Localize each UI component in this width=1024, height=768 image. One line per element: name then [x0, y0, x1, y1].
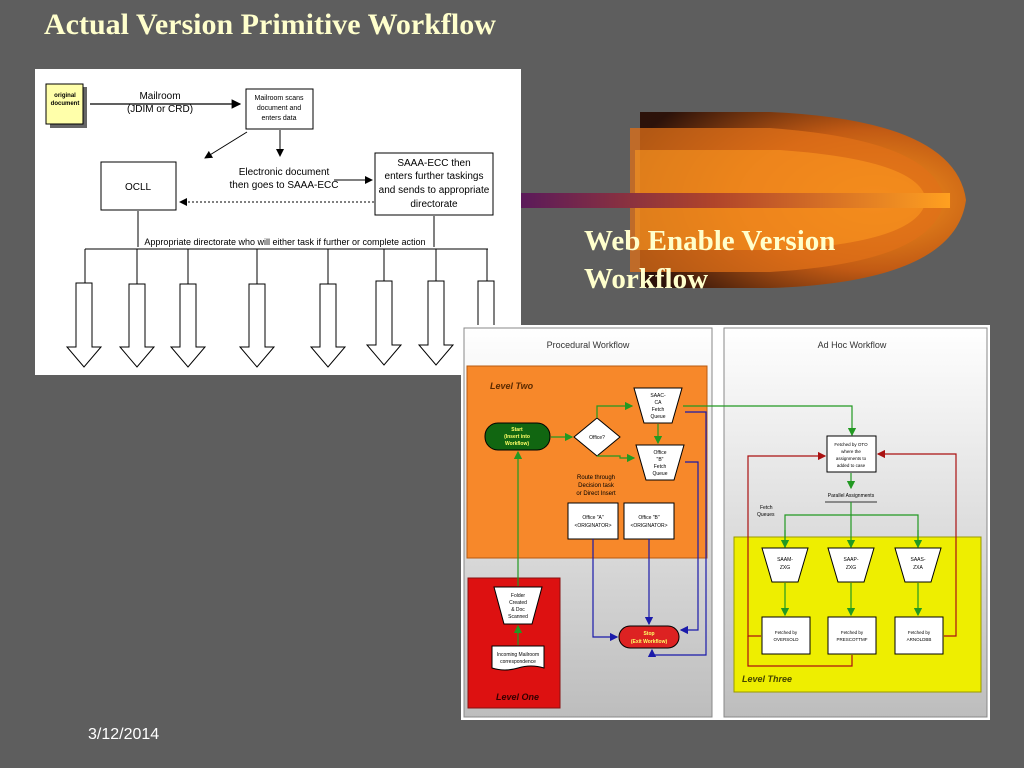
svg-text:Scanned: Scanned: [508, 614, 528, 620]
svg-text:document and: document and: [257, 105, 301, 112]
svg-text:SAAP-: SAAP-: [843, 557, 858, 563]
svg-text:Office?: Office?: [589, 435, 605, 441]
svg-text:Created: Created: [509, 600, 527, 606]
officeb-queue-node: Office "B" Fetch Queue: [635, 444, 685, 481]
queue-saap-node: SAAP- ZXG: [827, 547, 875, 583]
svg-text:Office "B": Office "B": [638, 515, 659, 521]
svg-text:PRESCOTTMF: PRESCOTTMF: [837, 637, 868, 642]
svg-text:<ORIGINATOR>: <ORIGINATOR>: [574, 523, 611, 529]
svg-text:ZXG: ZXG: [780, 565, 790, 571]
svg-text:CA: CA: [655, 400, 663, 406]
incoming-mail-node: Incoming Mailroom correspondence: [491, 645, 545, 671]
procedural-header: Procedural Workflow: [547, 340, 630, 350]
fetched-arnold-node: Fetched by ARNOLDBB: [894, 616, 944, 655]
svg-text:original: original: [54, 93, 76, 99]
svg-text:Fetch: Fetch: [654, 464, 667, 470]
svg-text:assignments to: assignments to: [836, 456, 867, 461]
start-node: Start (Insert into Workflow): [484, 422, 551, 451]
svg-text:(Insert into: (Insert into: [504, 434, 530, 440]
slide-date: 3/12/2014: [88, 726, 160, 743]
svg-text:Mailroom scans: Mailroom scans: [254, 95, 304, 102]
saac-queue-node: SAAC- CA Fetch Queue: [633, 387, 683, 424]
mailroom-label: Mailroom: [139, 91, 180, 102]
svg-text:Workflow): Workflow): [505, 441, 529, 447]
svg-text:SAAS-: SAAS-: [910, 557, 925, 563]
svg-text:ARNOLDBB: ARNOLDBB: [907, 637, 932, 642]
folder-created-node: Folder Created & Doc Scanned: [493, 586, 543, 625]
svg-text:added to case: added to case: [837, 463, 866, 468]
svg-text:Office "A": Office "A": [582, 515, 603, 521]
level-three-label: Level Three: [742, 674, 792, 684]
svg-text:Incoming Mailroom: Incoming Mailroom: [497, 652, 539, 658]
adhoc-header: Ad Hoc Workflow: [818, 340, 887, 350]
svg-text:& Doc: & Doc: [511, 607, 525, 613]
svg-text:Folder: Folder: [511, 593, 526, 599]
svg-text:Fetched by: Fetched by: [775, 630, 798, 635]
fetched-prescott-node: Fetched by PRESCOTTMF: [827, 616, 877, 655]
svg-text:"B": "B": [657, 457, 664, 463]
svg-text:SAAM-: SAAM-: [777, 557, 793, 563]
electronic-document-label: Electronic document: [239, 167, 330, 178]
svg-text:OCLL: OCLL: [125, 182, 152, 193]
svg-text:SAAC-: SAAC-: [650, 393, 666, 399]
svg-text:directorate: directorate: [410, 199, 458, 210]
office-b-originator-node: Office "B" <ORIGINATOR>: [623, 502, 675, 540]
mailroom-sub-label: (JDIM or CRD): [127, 104, 193, 115]
fetched-oversold-node: Fetched by OVERSOLD: [761, 616, 811, 655]
fetch-queues-label-1: Fetch: [760, 505, 773, 511]
svg-text:<ORIGINATOR>: <ORIGINATOR>: [630, 523, 667, 529]
svg-text:Fetched by: Fetched by: [841, 630, 864, 635]
saaa-ecc-node: SAAA-ECC then enters further taskings an…: [374, 152, 494, 216]
directorate-bus-label: Appropriate directorate who will either …: [144, 237, 425, 247]
svg-text:OVERSOLD: OVERSOLD: [773, 637, 799, 642]
svg-text:and sends to appropriate: and sends to appropriate: [379, 185, 490, 196]
svg-text:Queue: Queue: [650, 414, 665, 420]
svg-text:Start: Start: [511, 427, 523, 433]
svg-text:correspondence: correspondence: [500, 659, 536, 665]
level-two-label: Level Two: [490, 381, 534, 391]
parallel-label: Parallel Assignments: [828, 493, 875, 499]
queue-saas-node: SAAS- ZXA: [894, 547, 942, 583]
slide-title: Actual Version Primitive Workflow: [44, 8, 496, 41]
queue-saam-node: SAAM- ZXG: [761, 547, 809, 583]
original-document-node: original document: [45, 83, 87, 128]
svg-text:enters data: enters data: [261, 115, 296, 122]
route-label-2: Decision task: [578, 483, 615, 489]
mailroom-scan-node: Mailroom scans document and enters data: [245, 88, 314, 130]
svg-text:Queue: Queue: [652, 471, 667, 477]
svg-text:Fetched by OTO: Fetched by OTO: [834, 442, 868, 447]
ocll-node: OCLL: [100, 161, 177, 211]
svg-text:Fetched by: Fetched by: [908, 630, 931, 635]
svg-text:SAAA-ECC then: SAAA-ECC then: [397, 158, 470, 169]
svg-text:ZXA: ZXA: [913, 565, 923, 571]
route-label-3: or Direct Insert: [576, 491, 616, 497]
svg-text:ZXG: ZXG: [846, 565, 856, 571]
office-a-originator-node: Office "A" <ORIGINATOR>: [567, 502, 619, 540]
svg-text:(Exit Workflow): (Exit Workflow): [631, 639, 668, 645]
electronic-document-sub-label: then goes to SAAA-ECC: [230, 180, 339, 191]
svg-text:Office: Office: [654, 450, 667, 456]
svg-text:Fetch: Fetch: [652, 407, 665, 413]
svg-text:enters further taskings: enters further taskings: [385, 171, 484, 182]
directorate-arrows: [65, 280, 505, 368]
route-label-1: Route through: [577, 475, 615, 481]
svg-text:where the: where the: [841, 449, 861, 454]
svg-text:document: document: [51, 101, 80, 107]
web-workflow-subtitle: Web Enable Version Workflow: [584, 225, 836, 295]
svg-text:Stop: Stop: [643, 631, 654, 637]
fetch-queues-label-2: Queues: [757, 512, 775, 518]
fetched-oto-node: Fetched by OTO where the assignments to …: [826, 435, 877, 473]
level-one-label: Level One: [496, 692, 539, 702]
stop-node: Stop (Exit Workflow): [618, 625, 680, 649]
